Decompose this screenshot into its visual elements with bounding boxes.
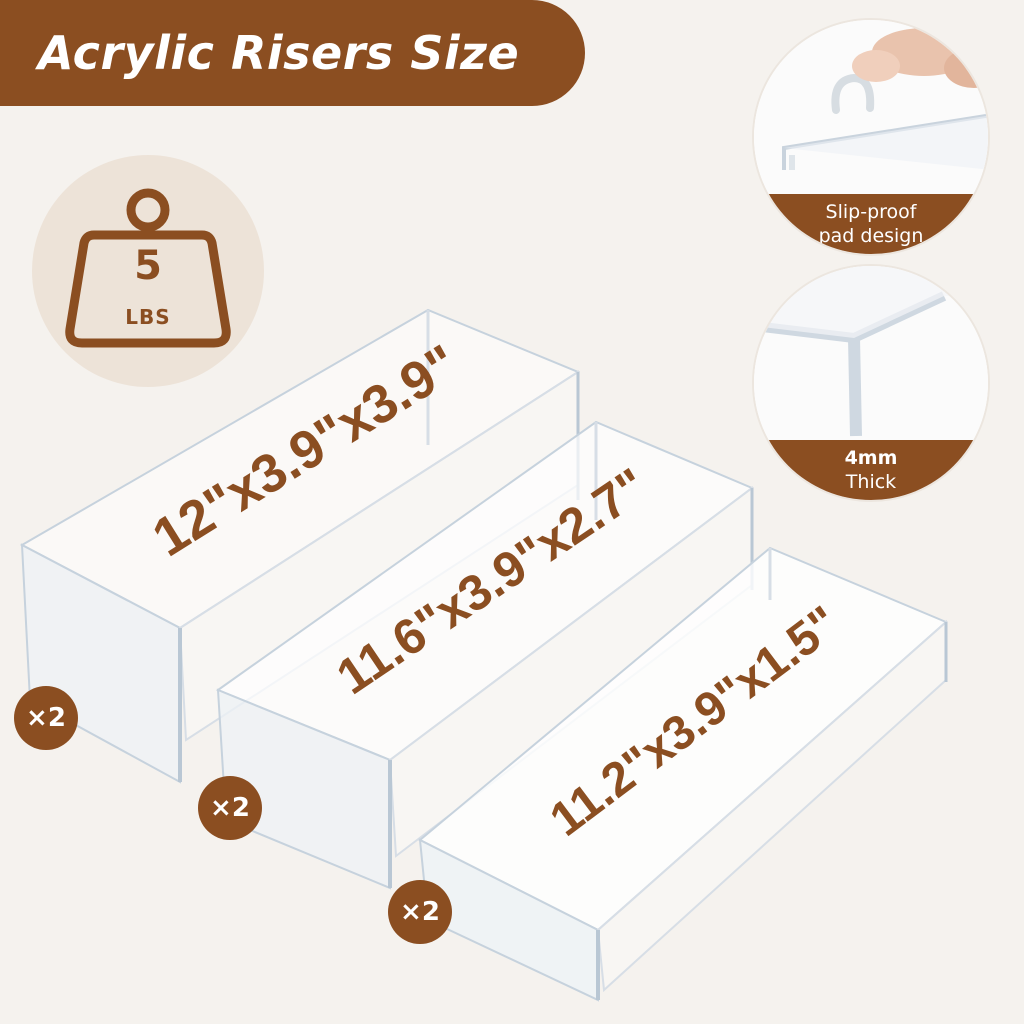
feature-thickness: 4mm Thick [752, 264, 990, 502]
quantity-badge: ×2 [388, 880, 452, 944]
feature-caption: 4mm Thick [754, 440, 988, 500]
riser-medium [215, 420, 754, 890]
quantity-badge: ×2 [14, 686, 78, 750]
feature-caption-line2: Thick [845, 471, 897, 493]
page-title: Acrylic Risers Size [38, 26, 520, 80]
feature-caption-line2: pad design [818, 225, 924, 247]
title-banner: Acrylic Risers Size [0, 0, 585, 106]
weight-unit: LBS [125, 305, 171, 329]
feature-caption-line1: 4mm [844, 447, 898, 469]
riser-small [418, 546, 948, 1002]
feature-slip-proof: Slip-proof pad design [752, 18, 990, 256]
feature-caption: Slip-proof pad design [754, 194, 988, 254]
quantity-badge: ×2 [198, 776, 262, 840]
weight-capacity-badge: 5 LBS [32, 155, 264, 387]
weight-icon [65, 188, 231, 348]
weight-value: 5 [134, 243, 162, 289]
feature-caption-line1: Slip-proof [825, 201, 917, 223]
